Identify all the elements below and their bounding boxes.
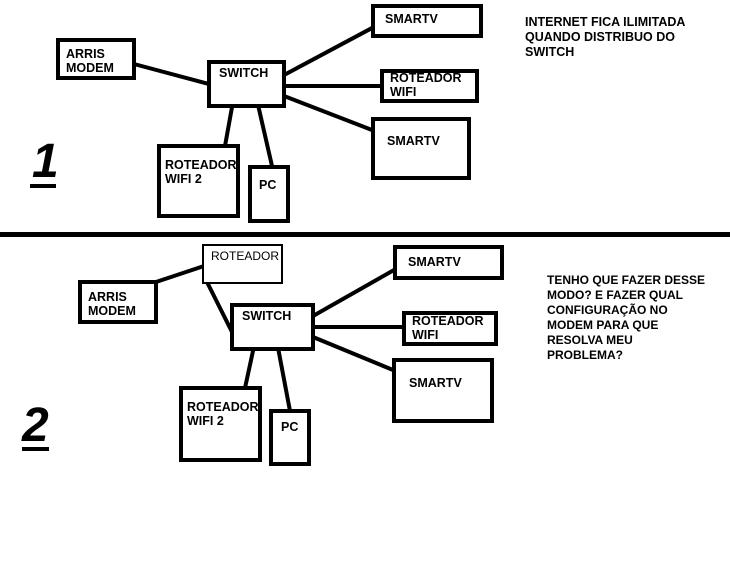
router-wifi2-label-1: ROTEADOR WIFI 2: [165, 158, 237, 186]
link-modem-switch-1: [131, 61, 212, 87]
switch-label-2: SWITCH: [242, 309, 292, 323]
section-divider: [0, 232, 730, 237]
switch-box-2: [230, 303, 315, 351]
smarttv-bottom-box-1: [371, 117, 471, 180]
pc-label-2: PC: [281, 420, 299, 434]
switch-label-1: SWITCH: [219, 66, 269, 80]
router-wifi2-box-2: [179, 386, 262, 462]
router-wifi2-label-2: ROTEADOR WIFI 2: [187, 400, 259, 428]
link-switch-smarttv-top-1: [281, 25, 375, 78]
link-switch-smarttv-top-2: [310, 267, 397, 319]
link-switch-smarttv-bottom-1: [281, 93, 375, 133]
router-label-2: ROTEADOR: [211, 249, 280, 263]
switch-box-1: [207, 60, 286, 108]
link-modem-router-2: [153, 263, 207, 285]
router-wifi-box-2: [402, 311, 498, 346]
smarttv-bottom-label-1: SMARTV: [387, 134, 440, 148]
smarttv-top-label-2: SMARTV: [408, 255, 461, 269]
smarttv-top-box-1: [371, 4, 483, 38]
pc-label-1: PC: [259, 178, 277, 192]
pc-box-2: [269, 409, 311, 466]
router-wifi-label-1: ROTEADOR WIFI: [390, 71, 462, 99]
diagram-number-1: 1: [32, 135, 59, 188]
arris-modem-label-1: ARRIS MODEM: [66, 47, 114, 75]
router-wifi-box-1: [380, 69, 479, 103]
diagram-number-2: 2: [22, 399, 49, 452]
note-2: TENHO QUE FAZER DESSE MODO? E FAZER QUAL…: [547, 273, 706, 362]
arris-modem-box-2: [78, 280, 158, 324]
link-switch-smarttv-bottom-2: [310, 334, 396, 373]
pc-box-1: [248, 165, 290, 223]
router-wifi-label-2: ROTEADOR WIFI: [412, 314, 484, 342]
arris-modem-label-2: ARRIS MODEM: [88, 290, 136, 318]
smarttv-top-box-2: [393, 245, 504, 280]
note-1: INTERNET FICA ILIMITADA QUANDO DISTRIBUO…: [525, 15, 686, 59]
smarttv-bottom-label-2: SMARTV: [409, 376, 462, 390]
diagram-number-underline-1: [30, 184, 56, 188]
smarttv-bottom-box-2: [392, 358, 494, 423]
router-box-2: [202, 244, 283, 284]
diagram-number-underline-2: [22, 447, 49, 451]
router-wifi2-box-1: [157, 144, 240, 218]
smarttv-top-label-1: SMARTV: [385, 12, 438, 26]
arris-modem-box-1: [56, 38, 136, 80]
link-router-switch-2: [204, 279, 234, 333]
